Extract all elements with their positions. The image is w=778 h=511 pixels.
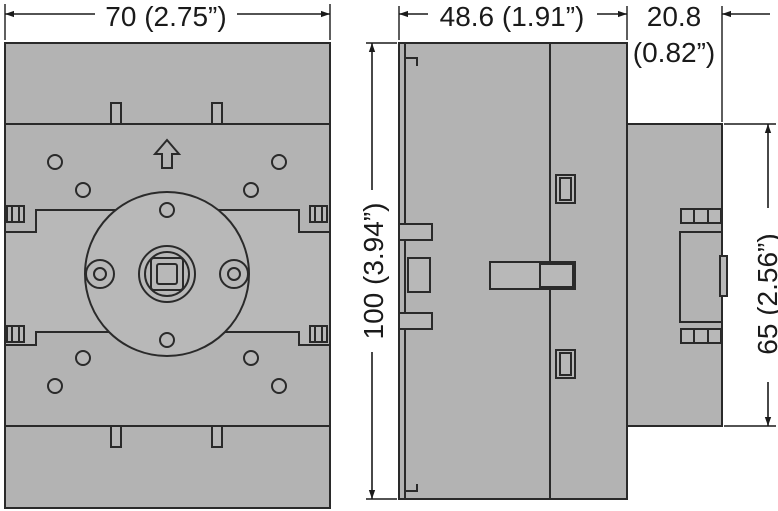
- front-holes: [47, 154, 287, 394]
- edge-clips: [6, 205, 328, 343]
- front-bottom-tab-right: [211, 425, 223, 448]
- up-arrow-icon: [152, 138, 182, 169]
- clip-top-left-inner: [11, 205, 20, 223]
- hole: [159, 202, 175, 218]
- right-boss-hole: [227, 267, 241, 281]
- front-view: [4, 42, 331, 509]
- side-tab-lower: [398, 312, 433, 330]
- front-width-dimension: 70 (2.75”): [4, 1, 331, 40]
- hole: [271, 154, 287, 170]
- bottom-hook: [405, 484, 418, 492]
- total-height-dimension: 100 (3.94”): [358, 42, 397, 500]
- knob-depth-inch: (0.82”): [633, 37, 715, 68]
- knob-clip-lower: [680, 328, 722, 344]
- knob-notch: [679, 231, 722, 323]
- hole: [271, 378, 287, 394]
- hole: [243, 350, 259, 366]
- front-top-tab-left: [110, 102, 122, 125]
- side-knob-block: [626, 123, 723, 427]
- top-hook: [405, 57, 418, 66]
- side-depth-label: 48.6 (1.91”): [440, 1, 585, 32]
- knob-depth-dimension: 20.8 (0.82”): [633, 1, 770, 122]
- side-tab-mid: [407, 257, 431, 293]
- clip-bottom-left-inner: [11, 325, 20, 343]
- front-bottom-tab-left: [110, 425, 122, 448]
- total-height-label: 100 (3.94”): [358, 203, 389, 340]
- knob-depth-value: 20.8: [647, 1, 702, 32]
- knob-clip-upper: [680, 208, 722, 224]
- knob-height-label: 65 (2.56”): [752, 233, 778, 354]
- left-boss-hole: [93, 267, 107, 281]
- front-top-tab-right: [211, 102, 223, 125]
- side-tab-upper: [398, 223, 433, 241]
- side-slot-upper-inner: [559, 177, 572, 201]
- hole: [75, 350, 91, 366]
- hole: [159, 332, 175, 348]
- side-slot-lower-inner: [559, 352, 572, 376]
- knob-height-dimension: 65 (2.56”): [724, 123, 778, 427]
- side-depth-dimension: 48.6 (1.91”): [398, 1, 628, 40]
- shaft-square-inner: [156, 263, 178, 285]
- hole: [47, 154, 63, 170]
- hole: [75, 182, 91, 198]
- hole: [47, 378, 63, 394]
- clip-bottom-right-inner: [314, 325, 323, 343]
- side-view: [398, 42, 728, 500]
- hole: [243, 182, 259, 198]
- front-width-label: 70 (2.75”): [105, 1, 226, 32]
- side-latch-box: [539, 263, 574, 288]
- clip-top-right-inner: [314, 205, 323, 223]
- knob-side-button: [719, 255, 728, 297]
